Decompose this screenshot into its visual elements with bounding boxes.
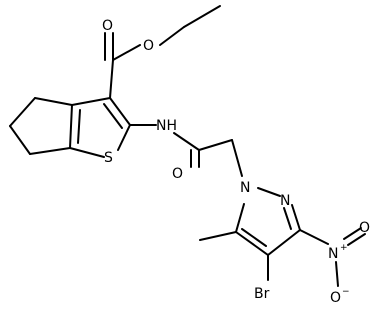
bond-c2-s: [117, 124, 131, 151]
atom-n-pyrazole-2: N: [280, 193, 290, 209]
bond-c3a-c3: [71, 97, 111, 106]
bond-n2-c3-double-a: [291, 204, 301, 231]
bond-c3-c4: [267, 229, 301, 256]
bond-ethyl-ch3: [183, 5, 221, 28]
atom-o-amide: O: [172, 166, 183, 182]
atom-o-ester: O: [143, 38, 154, 54]
bond-c4-c5-double-b: [241, 228, 267, 247]
bond-c3-c2-double-b: [103, 103, 123, 129]
atom-br: Br: [254, 286, 270, 302]
bond-ester-o-c: [112, 44, 141, 61]
bond-nitro-o-single: [335, 261, 339, 287]
bond-c3a-c4: [34, 97, 73, 106]
bond-c7a-c3a-inner: [77, 109, 81, 144]
bond-s-c7a: [69, 147, 105, 158]
atom-n-nitro: N: [328, 246, 338, 262]
bond-nitro-o-double-b: [343, 227, 362, 240]
atom-s-thiophene: S: [104, 150, 113, 166]
bond-ethyl-o: [159, 26, 185, 46]
atom-o-nitro-charge: −: [342, 287, 350, 297]
atom-n-pyrazole-1: N: [240, 180, 250, 196]
bond-c4-c5-double-a: [235, 231, 269, 256]
bond-c5-c6: [9, 125, 31, 155]
bond-ch2-n1: [231, 139, 243, 177]
bond-c5-n1: [235, 203, 245, 233]
atom-o-ester-carbonyl: O: [102, 18, 113, 34]
atom-o-nitro-2: O: [330, 290, 341, 306]
bond-n1-n2: [257, 187, 281, 197]
atom-o-nitro-1: O: [359, 220, 370, 236]
bond-ester-to-ring: [109, 59, 114, 99]
bond-c3-nitro: [299, 229, 329, 245]
atom-nh-amide: NH: [156, 118, 177, 134]
bond-c5-methyl: [199, 231, 237, 241]
bond-co-ch2: [198, 139, 233, 151]
atom-n-nitro-charge: +: [340, 243, 348, 253]
bond-nitro-o-double-a: [347, 233, 366, 246]
bond-c7a-c3a: [69, 104, 73, 149]
bond-c6-c7a: [29, 147, 71, 155]
bond-nh-co: [173, 132, 200, 151]
bond-c3-c2-double-a: [109, 97, 131, 126]
bond-n2-c3-double-b: [283, 207, 292, 230]
bond-c4-c5: [9, 97, 36, 127]
